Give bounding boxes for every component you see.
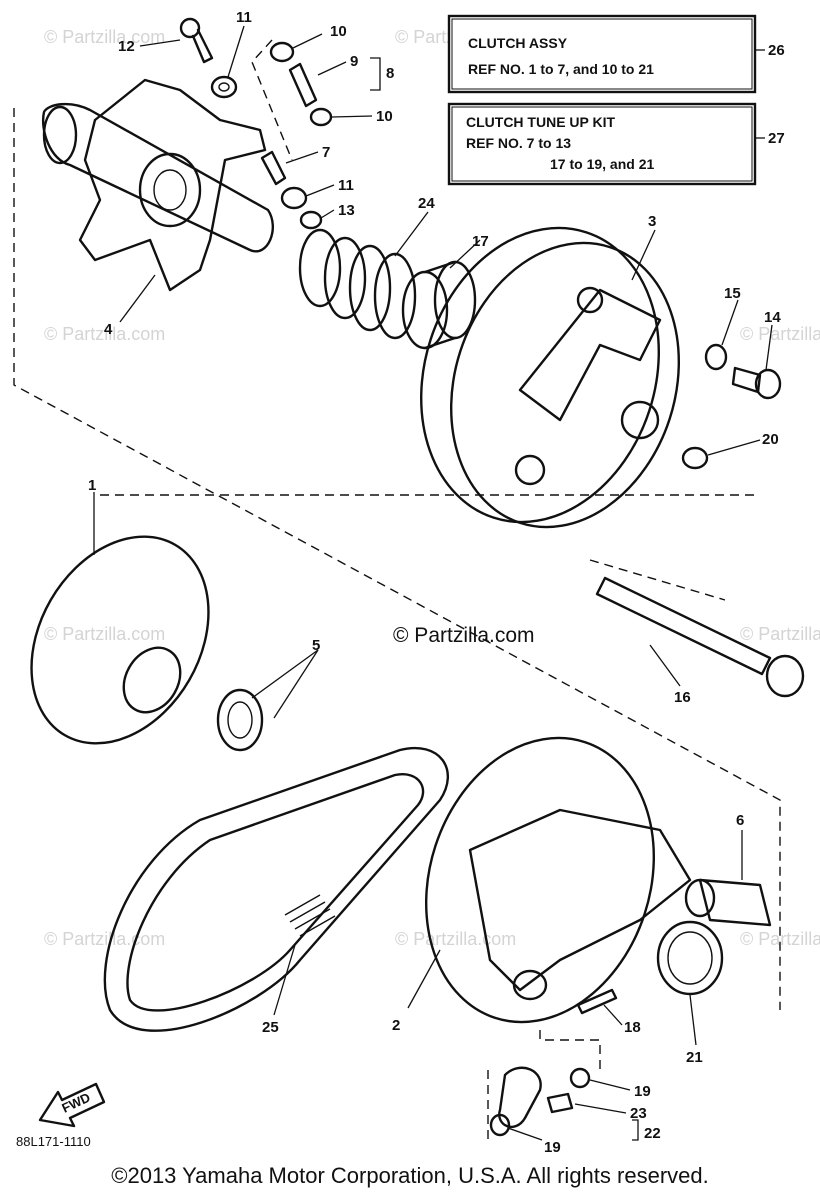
- center-watermark: © Partzilla.com: [393, 624, 535, 647]
- callout-24: 24: [418, 195, 435, 212]
- diagram-code: 88L171-1110: [16, 1134, 91, 1149]
- watermark: © Partzilla.com: [740, 929, 820, 949]
- watermark: © Partzilla.com: [44, 27, 165, 47]
- callout-26: 26: [768, 42, 785, 59]
- callout-6: 6: [736, 812, 744, 829]
- callout-2: 2: [392, 1017, 400, 1034]
- callout-20: 20: [762, 431, 779, 448]
- bushing-part-5: [216, 688, 264, 752]
- watermark: © Partzilla.com: [44, 624, 165, 644]
- sheave-part-2: [424, 736, 692, 1024]
- nut-part-13: [299, 210, 323, 230]
- callout-17: 17: [472, 233, 489, 250]
- assembly-outline: [13, 108, 781, 1010]
- callout-3: 3: [648, 213, 656, 230]
- callout-23: 23: [630, 1105, 647, 1122]
- cover-part-3: [420, 226, 681, 529]
- ring-part-21: [656, 920, 724, 996]
- spring-part-24: [298, 228, 417, 340]
- callout-19: 19: [544, 1139, 561, 1156]
- ref-box-line: REF NO. 7 to 13: [466, 135, 571, 151]
- washer-part-15: [704, 343, 728, 371]
- callout-11: 11: [338, 177, 354, 194]
- spider-shaft-part-4: [41, 78, 274, 292]
- ref-box-clutch-assy: CLUTCH ASSY REF NO. 1 to 7, and 10 to 21…: [447, 14, 785, 94]
- collar-part-17: [401, 260, 477, 350]
- callout-15: 15: [724, 285, 741, 302]
- callout-9: 9: [350, 53, 358, 70]
- callout-27: 27: [768, 130, 785, 147]
- long-bolt-part-16: [595, 576, 805, 698]
- leader-lines: [93, 25, 773, 1141]
- ref-box-line: REF NO. 1 to 7, and 10 to 21: [468, 61, 654, 77]
- bolt-part-12: [179, 17, 214, 64]
- watermark: © Partzilla.com: [395, 929, 516, 949]
- belt-cogs: [284, 894, 336, 937]
- callout-1: 1: [88, 477, 96, 494]
- copyright-notice: ©2013 Yamaha Motor Corporation, U.S.A. A…: [111, 1163, 709, 1188]
- callout-16: 16: [674, 689, 691, 706]
- callout-14: 14: [764, 309, 781, 326]
- callout-21: 21: [686, 1049, 703, 1066]
- callout-7: 7: [322, 144, 330, 161]
- callout-25: 25: [262, 1019, 279, 1036]
- ref-box-title: CLUTCH TUNE UP KIT: [466, 114, 616, 130]
- callout-22: 22: [644, 1125, 661, 1142]
- fwd-label: FWD: [59, 1090, 92, 1116]
- washer-part-11-top: [210, 75, 238, 99]
- callout-11: 11: [236, 9, 252, 26]
- callout-19: 19: [634, 1083, 651, 1100]
- weight-part-20: [681, 446, 709, 470]
- callout-5: 5: [312, 637, 320, 654]
- callout-10: 10: [376, 108, 393, 125]
- part-callouts: 11 12 10 9 8 10 7 11 13 24 17 3 4 15 14 …: [88, 9, 781, 1156]
- callout-13: 13: [338, 202, 355, 219]
- pin-part-18: [576, 988, 618, 1015]
- sheave-part-1: [30, 535, 210, 745]
- watermark: © Partzilla.com: [44, 324, 165, 344]
- bolt-part-14: [731, 366, 782, 400]
- watermark: © Partzilla.com: [44, 929, 165, 949]
- belt-part-25: [103, 747, 450, 1032]
- washer-part-11-lower: [280, 186, 308, 210]
- callout-8: 8: [386, 65, 394, 82]
- ref-box-clutch-tune-up-kit: CLUTCH TUNE UP KIT REF NO. 7 to 13 17 to…: [447, 102, 785, 186]
- roller-parts-19-23-22: [487, 1030, 601, 1140]
- watermark: © Partzilla.com: [740, 324, 820, 344]
- ref-box-line: 17 to 19, and 21: [550, 156, 654, 172]
- sleeve-part-6: [684, 878, 772, 927]
- bushing-parts-10-9: [251, 39, 333, 161]
- callout-10: 10: [330, 23, 347, 40]
- callout-18: 18: [624, 1019, 641, 1036]
- callout-12: 12: [118, 38, 135, 55]
- ref-box-title: CLUTCH ASSY: [468, 35, 568, 51]
- pin-part-7: [260, 150, 287, 186]
- callout-4: 4: [104, 321, 113, 338]
- watermark: © Partzilla.com: [740, 624, 820, 644]
- forward-arrow-icon: FWD: [38, 1082, 106, 1128]
